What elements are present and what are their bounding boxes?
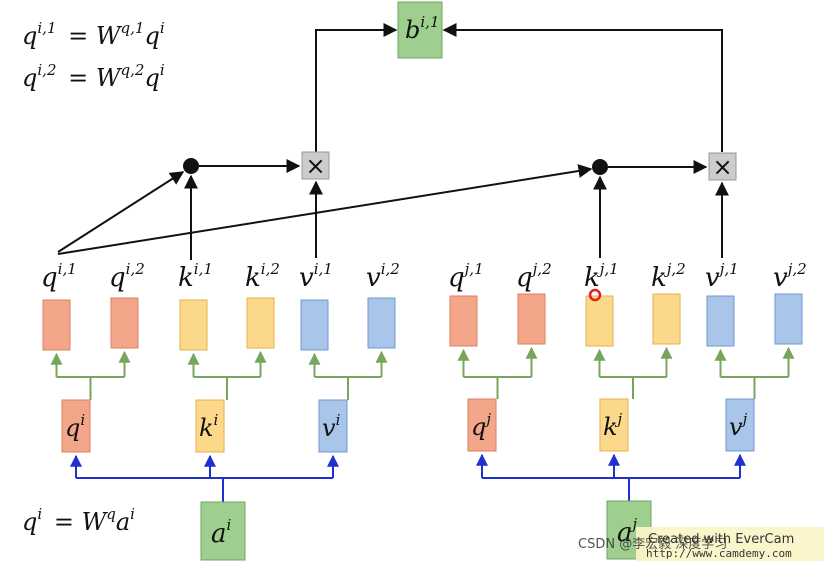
split-trees xyxy=(50,346,795,400)
watermark-line1: Created with EverCam xyxy=(648,532,794,547)
eq2-weight-sup: q,2 xyxy=(121,61,145,79)
svg-text:qi,1 = Wq,1qi: qi,1 = Wq,1qi xyxy=(22,19,165,50)
output-label-sup: i,1 xyxy=(420,13,439,31)
input-fanout-0 xyxy=(70,454,339,502)
equation-qi2: qi,2 = Wq,2qi xyxy=(22,61,165,92)
split-tree-2 xyxy=(308,350,388,400)
svg-text:qi = Wqai: qi = Wqai xyxy=(22,505,135,536)
input-a-i: ai xyxy=(200,501,246,561)
head-vector-k-j-2 xyxy=(652,293,681,345)
vector-label-k-i: ki xyxy=(199,411,219,442)
eq1-lhs: q xyxy=(22,22,37,50)
split-tree-5 xyxy=(714,346,795,399)
mid-vectors: qi ki vi qj kj vj xyxy=(61,398,755,453)
eq1-operand-sup: i xyxy=(160,19,165,37)
equation-qi1: qi,1 = Wq,1qi xyxy=(22,19,165,50)
head-vector-k-j-1 xyxy=(585,295,614,347)
head-vector-v-j-1 xyxy=(706,295,735,347)
eq1-weight-sup: q,1 xyxy=(121,19,145,37)
head-vector-k-i-2 xyxy=(246,297,275,349)
head-label-k-j-1: kj,1 xyxy=(584,260,619,293)
eq1-operand: q xyxy=(144,22,159,50)
eq3-operand: a xyxy=(116,508,130,536)
svg-text:bi,1: bi,1 xyxy=(405,13,439,44)
head-vector-q-j-1 xyxy=(449,295,478,347)
cursor-marker xyxy=(588,288,602,302)
svg-text:qi,2 = Wq,2qi: qi,2 = Wq,2qi xyxy=(22,61,165,92)
equation-qi: qi = Wqai xyxy=(22,505,135,536)
arrow-mul2-to-output xyxy=(442,23,723,152)
eq2-operand: q xyxy=(144,64,159,92)
eq3-lhs-sup: i xyxy=(37,505,42,523)
head-label-q-i-2: qi,2 xyxy=(109,260,145,293)
eq2-operand-sup: i xyxy=(160,61,165,79)
split-tree-0 xyxy=(50,350,131,400)
head-label-q-j-2: qj,2 xyxy=(516,260,552,293)
watermark-csdn: CSDN @李宏毅 深度学习 xyxy=(578,536,727,552)
head-label-k-i-2: ki,2 xyxy=(245,260,280,293)
head-vector-q-j-2 xyxy=(517,293,546,345)
vector-v-j: vj xyxy=(725,398,755,452)
vector-q-i: qi xyxy=(61,399,91,453)
output-node-b: bi,1 xyxy=(397,1,443,59)
arrow-qi1-to-dot1 xyxy=(57,171,185,253)
head-labels: qi,1 qi,2 ki,1 ki,2 vi,1 vi,2 qj,1 qj,2 kj,1 kj,2… xyxy=(41,260,807,293)
arrow-qi1-to-dot2 xyxy=(57,164,593,255)
head-vector-v-i-1 xyxy=(300,299,329,351)
head-vector-q-i-2 xyxy=(110,297,139,349)
multiply-symbol-2: × xyxy=(712,153,732,181)
head-label-k-j-2: kj,2 xyxy=(651,260,686,293)
eq1-lhs-sup: i,1 xyxy=(37,19,56,37)
vector-k-i: ki xyxy=(195,399,225,453)
head-label-v-j-1: vj,1 xyxy=(705,260,739,293)
head-label-q-i-1: qi,1 xyxy=(41,260,77,293)
split-tree-4 xyxy=(593,346,673,399)
head-label-v-j-2: vj,2 xyxy=(773,260,807,293)
output-label: b xyxy=(405,16,420,44)
head-vector-q-i-1 xyxy=(42,299,71,351)
head-label-v-i-2: vi,2 xyxy=(366,260,400,293)
arrow-mul1-to-output xyxy=(315,23,398,152)
eq1-weight: W xyxy=(96,22,123,50)
dot-product-node-1 xyxy=(183,158,199,174)
eq2-lhs: q xyxy=(22,64,37,92)
split-tree-3 xyxy=(457,346,538,399)
input-label-a-j: aj xyxy=(617,515,638,548)
dot-product-node-2 xyxy=(592,159,608,175)
multiply-node-2: × xyxy=(708,152,737,181)
head-vector-k-i-1 xyxy=(179,299,208,351)
watermark: Created with EverCam http://www.camdemy.… xyxy=(578,527,824,561)
vector-v-i: vi xyxy=(318,399,348,453)
eq2-weight: W xyxy=(96,64,123,92)
vector-k-j: kj xyxy=(599,398,629,452)
vector-label-q-j: qj xyxy=(471,410,491,441)
head-vector-boxes xyxy=(42,293,803,351)
head-label-v-i-1: vi,1 xyxy=(299,260,333,293)
head-vector-v-i-2 xyxy=(367,297,396,349)
vector-label-k-j: kj xyxy=(603,410,623,441)
head-vector-v-j-2 xyxy=(774,293,803,345)
vector-label-q-i: qi xyxy=(65,411,85,442)
input-label-a-i: ai xyxy=(211,516,232,549)
input-fanout-1 xyxy=(476,453,746,501)
head-label-k-i-1: ki,1 xyxy=(178,260,213,293)
input-connections xyxy=(70,453,746,502)
eq3-weight-sup: q xyxy=(106,505,116,523)
split-tree-1 xyxy=(187,350,267,400)
watermark-line2: http://www.camdemy.com xyxy=(646,547,792,560)
eq3-weight: W xyxy=(82,508,109,536)
vector-q-j: qj xyxy=(467,398,497,452)
vector-label-v-j: vj xyxy=(729,410,748,441)
head-label-q-j-1: qj,1 xyxy=(448,260,484,293)
vector-label-v-i: vi xyxy=(322,411,341,442)
eq2-lhs-sup: i,2 xyxy=(37,61,56,79)
eq3-lhs: q xyxy=(22,508,37,536)
eq3-operand-sup: i xyxy=(130,505,135,523)
multiply-symbol-1: × xyxy=(305,152,325,180)
multiply-node-1: × xyxy=(301,151,330,180)
